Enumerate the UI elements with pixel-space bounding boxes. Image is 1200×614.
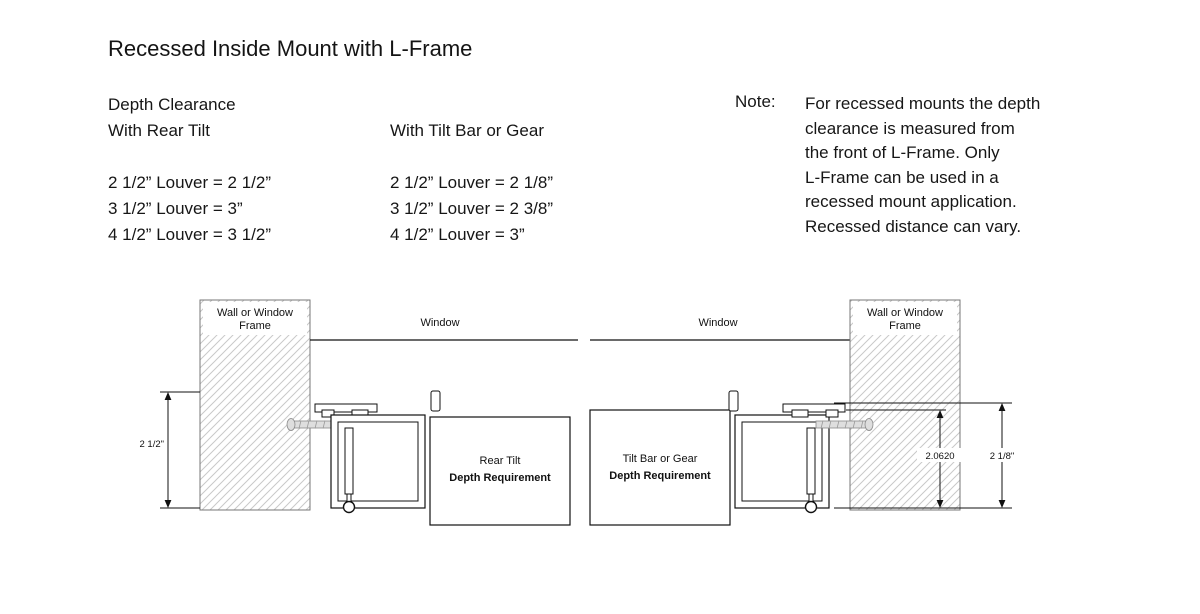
screw-threads-right [820, 420, 864, 429]
page-title: Recessed Inside Mount with L-Frame [108, 36, 473, 61]
wall-label-bg-left [203, 302, 307, 335]
note-text: For recessed mounts the depth clearance … [805, 92, 1040, 239]
left-section-drawing: Wall or Window Frame Window [139, 299, 578, 526]
wall-label-bg-right [853, 302, 957, 335]
pull-ring-left [342, 500, 356, 514]
wall-label-left-line1: Wall or Window [217, 307, 293, 319]
arrow-up-icon [998, 403, 1006, 411]
note-line: clearance is measured from [805, 118, 1015, 138]
shutter-housing-left [330, 414, 426, 514]
l-frame-rail-left [314, 403, 378, 413]
rear-tilt-requirement-line2: Depth Requirement [449, 472, 551, 484]
note-line: recessed mount application. [805, 192, 1017, 211]
wall-label-right-line2: Frame [889, 320, 921, 332]
arrow-down-icon [936, 500, 944, 508]
tilt-bar-row: 3 1/2” Louver = 2 3/8” [390, 199, 554, 218]
tilt-bar-tip-right [728, 390, 739, 412]
rear-tilt-heading: Depth Clearance With Rear Tilt [108, 92, 271, 144]
tilt-rod-right [806, 427, 816, 495]
dimension-inner-label-bg [917, 448, 963, 462]
l-frame-profile-left [314, 403, 378, 418]
rod-connector-right [808, 493, 814, 503]
tilt-bar-rows: 2 1/2” Louver = 2 1/8” 3 1/2” Louver = 2… [390, 170, 553, 248]
l-frame-profile-right [782, 403, 846, 418]
tilt-bar-heading: With Tilt Bar or Gear [390, 121, 544, 140]
rear-tilt-heading-line1: Depth Clearance [108, 95, 236, 114]
note-line: For recessed mounts the depth [805, 94, 1041, 113]
l-frame-notch-left [321, 409, 335, 418]
note-line: L-Frame can be used in a [805, 167, 999, 187]
screw-head-left [286, 418, 296, 431]
rear-tilt-heading-line2: With Rear Tilt [108, 121, 211, 140]
arrow-up-icon [936, 410, 944, 418]
dimension-outer-label: 2 1/8" [990, 451, 1015, 462]
rear-tilt-requirement-line1: Rear Tilt [480, 455, 521, 467]
mount-screw-right [815, 418, 874, 431]
tilt-bar-spec-column: With Tilt Bar or Gear 2 1/2” Louver = 2 … [390, 118, 553, 248]
window-label-right: Window [698, 317, 737, 329]
rear-tilt-spec-column: Depth Clearance With Rear Tilt 2 1/2” Lo… [108, 92, 271, 248]
wall-label-left-line2: Frame [239, 320, 271, 332]
arrow-down-icon [998, 500, 1006, 508]
tilt-bar-tip-left [430, 390, 441, 412]
l-frame-notch-right [825, 409, 839, 418]
note-line: the front of L-Frame. Only [805, 143, 1000, 162]
tilt-rod-left [344, 427, 354, 495]
tilt-bar-requirement-box [589, 409, 731, 526]
rod-connector-left [346, 493, 352, 503]
l-frame-rail-right [782, 403, 846, 413]
rear-tilt-row: 3 1/2” Louver = 3” [108, 199, 243, 218]
screw-head-right [864, 418, 874, 431]
rear-tilt-rows: 2 1/2” Louver = 2 1/2” 3 1/2” Louver = 3… [108, 170, 271, 248]
note-line: Recessed distance can vary. [805, 216, 1022, 236]
shutter-housing-right [734, 414, 830, 514]
rear-tilt-row: 4 1/2” Louver = 3 1/2” [108, 225, 272, 244]
right-section-drawing: Window Wall or Window Frame Tilt Bar or … [589, 299, 1022, 526]
note-label: Note: [735, 92, 776, 111]
tilt-bar-requirement-line1: Tilt Bar or Gear [623, 453, 698, 465]
arrow-down-icon [164, 500, 172, 508]
dimension-left-label: 2 1/2" [139, 439, 164, 450]
tilt-bar-row: 2 1/2” Louver = 2 1/8” [390, 173, 554, 192]
l-frame-notch-right [791, 409, 809, 418]
tilt-bar-requirement-line2: Depth Requirement [609, 470, 711, 482]
arrow-up-icon [164, 392, 172, 400]
pull-ring-right [804, 500, 818, 514]
tilt-bar-row: 4 1/2” Louver = 3” [390, 225, 525, 244]
window-label-left: Window [420, 317, 459, 329]
mount-screw-left [286, 418, 345, 431]
rear-tilt-row: 2 1/2” Louver = 2 1/2” [108, 173, 272, 192]
wall-label-right-line1: Wall or Window [867, 307, 943, 319]
dimension-inner-label: 2.0620 [925, 451, 954, 462]
rear-tilt-requirement-box [429, 416, 571, 526]
screw-threads-left [298, 420, 342, 429]
dimension-outer-label-bg [982, 448, 1022, 462]
screw-shaft-right [815, 420, 869, 429]
dimension-left [160, 391, 200, 509]
